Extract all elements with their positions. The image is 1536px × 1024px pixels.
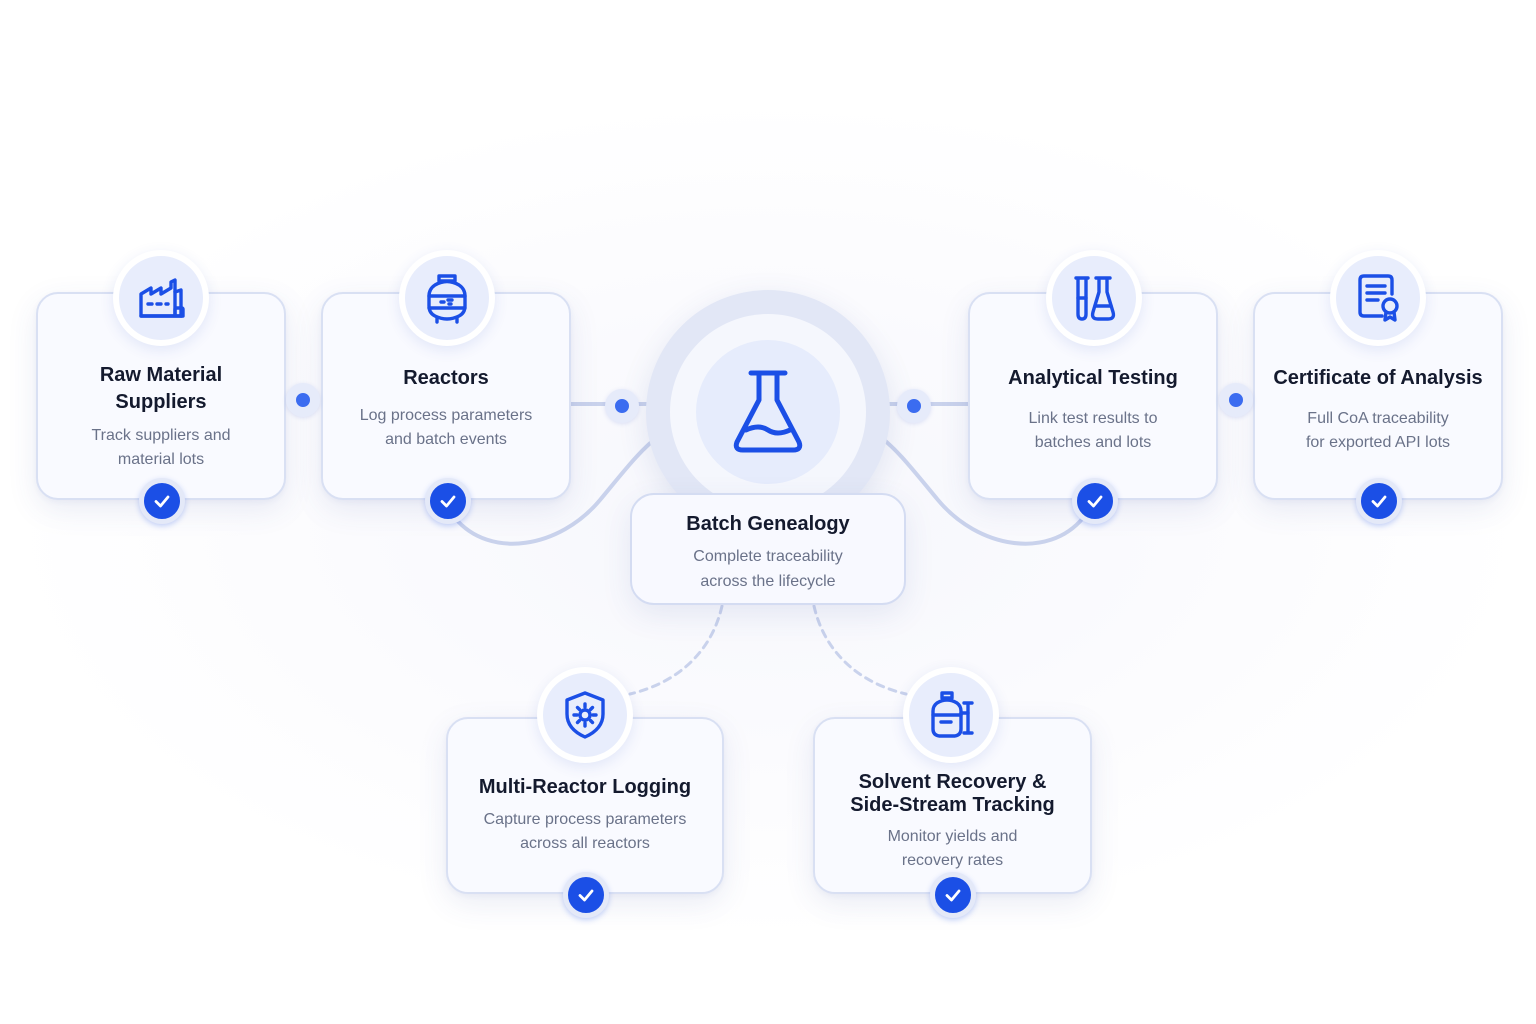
checkmark-icon	[578, 889, 594, 902]
checkmark-icon	[154, 495, 170, 508]
stage-complete-check	[1072, 478, 1118, 524]
test-tubes-icon	[1074, 276, 1116, 321]
hub-card[interactable]: Batch Genealogy Complete traceability ac…	[630, 493, 906, 605]
hub-description-line: Complete traceability	[693, 548, 843, 565]
stage-description-line: Log process parameters	[359, 407, 533, 424]
stage-title: Raw Material Suppliers	[48, 362, 274, 416]
certificate-document-icon	[1358, 274, 1399, 322]
stage-description-line: recovery rates	[901, 852, 1004, 869]
stage-description: Log process parameters and batch events	[337, 404, 555, 452]
stage-description-line: and batch events	[385, 431, 507, 448]
stage-complete-check	[1356, 478, 1402, 524]
shield-gear-icon	[565, 691, 605, 739]
stage-description-line: across all reactors	[520, 835, 650, 852]
connector-dot	[286, 383, 320, 417]
connector-hub-curve-left	[453, 433, 662, 546]
stage-description: Link test results to batches and lots	[984, 407, 1202, 455]
stage-title-line: Side-Stream Tracking	[850, 794, 1055, 816]
stage-title-line: Suppliers	[115, 391, 207, 413]
stage-title: Reactors	[333, 365, 559, 392]
stage-description: Capture process parameters across all re…	[462, 808, 708, 856]
flask-icon	[733, 370, 803, 453]
stage-description-line: material lots	[117, 451, 205, 468]
stage-icon-circle	[399, 250, 495, 346]
stage-icon-circle	[537, 667, 633, 763]
hub-description: Complete traceability across the lifecyc…	[642, 544, 894, 594]
stage-card-solvent-recovery[interactable]: Solvent Recovery & Side-Stream Tracking …	[813, 717, 1092, 894]
stage-icon-circle	[903, 667, 999, 763]
stage-description-line: for exported API lots	[1305, 434, 1451, 451]
checkmark-icon	[1371, 495, 1387, 508]
stage-complete-check	[425, 478, 471, 524]
stage-complete-check	[139, 478, 185, 524]
checkmark-icon	[945, 889, 961, 902]
stage-description-line: Full CoA traceability	[1307, 410, 1449, 427]
connector-hub-to-logging	[628, 604, 724, 696]
stage-complete-check	[563, 872, 609, 918]
stage-title: Solvent Recovery & Side-Stream Tracking	[825, 771, 1080, 817]
checkmark-icon	[1087, 495, 1103, 508]
stage-title-line: Reactors	[403, 367, 489, 389]
connector-dot	[1219, 383, 1253, 417]
solvent-tank-icon	[931, 691, 974, 738]
stage-complete-check	[930, 872, 976, 918]
stage-title: Certificate of Analysis	[1265, 365, 1491, 392]
stage-title-line: Solvent Recovery &	[858, 771, 1047, 793]
hub-description-line: across the lifecycle	[700, 573, 836, 590]
hub-title: Batch Genealogy	[686, 513, 850, 535]
connector-hub-curve-right	[876, 433, 1085, 546]
stage-icon-circle	[1046, 250, 1142, 346]
stage-description: Track suppliers and material lots	[52, 424, 270, 472]
stage-icon-circle	[113, 250, 209, 346]
stage-title-line: Raw Material	[99, 364, 223, 386]
stage-description-line: Monitor yields and	[887, 828, 1018, 845]
stage-description: Monitor yields and recovery rates	[829, 825, 1076, 873]
hub-icon-circle	[696, 340, 840, 484]
stage-description-line: Capture process parameters	[483, 811, 687, 828]
connector-dot	[605, 389, 639, 423]
stage-title: Multi-Reactor Logging	[458, 774, 712, 801]
connector-dot	[897, 389, 931, 423]
stage-title: Analytical Testing	[980, 365, 1206, 392]
stage-description-line: Link test results to	[1028, 410, 1158, 427]
connector-hub-to-solvent	[812, 604, 908, 696]
stage-title-line: Analytical Testing	[1008, 367, 1178, 389]
stage-description-line: batches and lots	[1034, 434, 1152, 451]
stage-title-line: Certificate of Analysis	[1273, 367, 1483, 389]
stage-description-line: Track suppliers and	[91, 427, 231, 444]
stage-title-line: Multi-Reactor Logging	[478, 776, 692, 798]
checkmark-icon	[440, 495, 456, 508]
factory-icon	[139, 278, 185, 318]
reactor-vessel-icon	[427, 274, 467, 324]
stage-description: Full CoA traceability for exported API l…	[1269, 407, 1487, 455]
stage-icon-circle	[1330, 250, 1426, 346]
